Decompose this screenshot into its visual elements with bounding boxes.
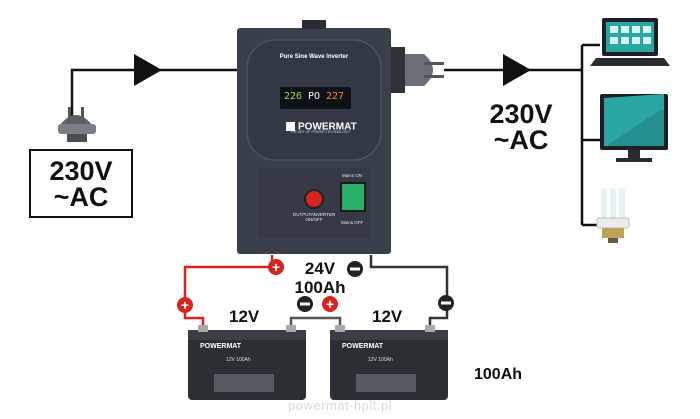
battery-1-voltage: 12V	[229, 307, 260, 326]
output-voltage-label: 230V ~AC	[470, 99, 572, 155]
battery-2	[330, 325, 448, 400]
svg-text:+: +	[326, 296, 334, 312]
output-plug-icon	[391, 47, 444, 93]
svg-text:+: +	[181, 297, 189, 313]
battery-2-brand: POWERMAT	[342, 343, 384, 350]
input-voltage-label: 230V ~AC	[30, 156, 132, 212]
display-right-readout: 227	[326, 91, 345, 102]
positive-terminal-icon	[322, 296, 338, 312]
positive-terminal-icon-glyph: +	[272, 259, 280, 275]
display-left-readout: 226	[284, 91, 303, 102]
output-current-type: ~AC	[493, 125, 549, 155]
bank-voltage-label: 24V	[304, 259, 336, 278]
battery-1-detail: 12V 100Ah	[226, 357, 251, 363]
laptop-icon	[590, 18, 670, 66]
battery-1-brand: POWERMAT	[200, 343, 242, 350]
watermark: powermat-hplt.pl	[288, 398, 393, 413]
positive-terminal-icon	[177, 297, 193, 313]
input-current-type: ~AC	[53, 182, 109, 212]
output-voltage: 230V	[489, 99, 553, 129]
input-arrow	[134, 54, 162, 86]
power-button-label: OUTPUT/INVERTER ON/OFF	[292, 212, 336, 222]
brand-logo-icon	[286, 122, 295, 132]
positive-terminal-icon	[268, 259, 284, 275]
mains-on-label: Mains ON	[342, 173, 363, 178]
inverter-title: Pure Sine Wave Inverter	[279, 54, 349, 60]
bank-capacity-label: 100Ah	[294, 278, 346, 297]
display-mid-readout: PO	[308, 91, 321, 102]
mains-off-label: Mains OFF	[341, 220, 364, 225]
power-button	[304, 189, 324, 209]
brand-tagline: THE ART OF POWER TECHNOLOGY	[290, 130, 351, 134]
brand-name: POWERMAT	[298, 121, 357, 133]
inverter-display	[280, 87, 351, 109]
battery-2-voltage: 12V	[372, 307, 403, 326]
output-arrow	[503, 54, 531, 86]
battery-2-detail: 12V 100Ah	[368, 357, 393, 363]
battery-capacity-label: 100Ah	[474, 366, 523, 383]
input-source-box	[29, 149, 133, 218]
input-voltage: 230V	[49, 156, 113, 186]
mains-switch	[340, 182, 366, 212]
input-plug-icon	[58, 107, 96, 142]
battery-1	[188, 325, 306, 400]
monitor-icon	[600, 94, 668, 162]
bulb-icon	[596, 188, 630, 243]
input-line	[70, 68, 238, 125]
brand-logo: POWERMAT	[286, 118, 357, 136]
